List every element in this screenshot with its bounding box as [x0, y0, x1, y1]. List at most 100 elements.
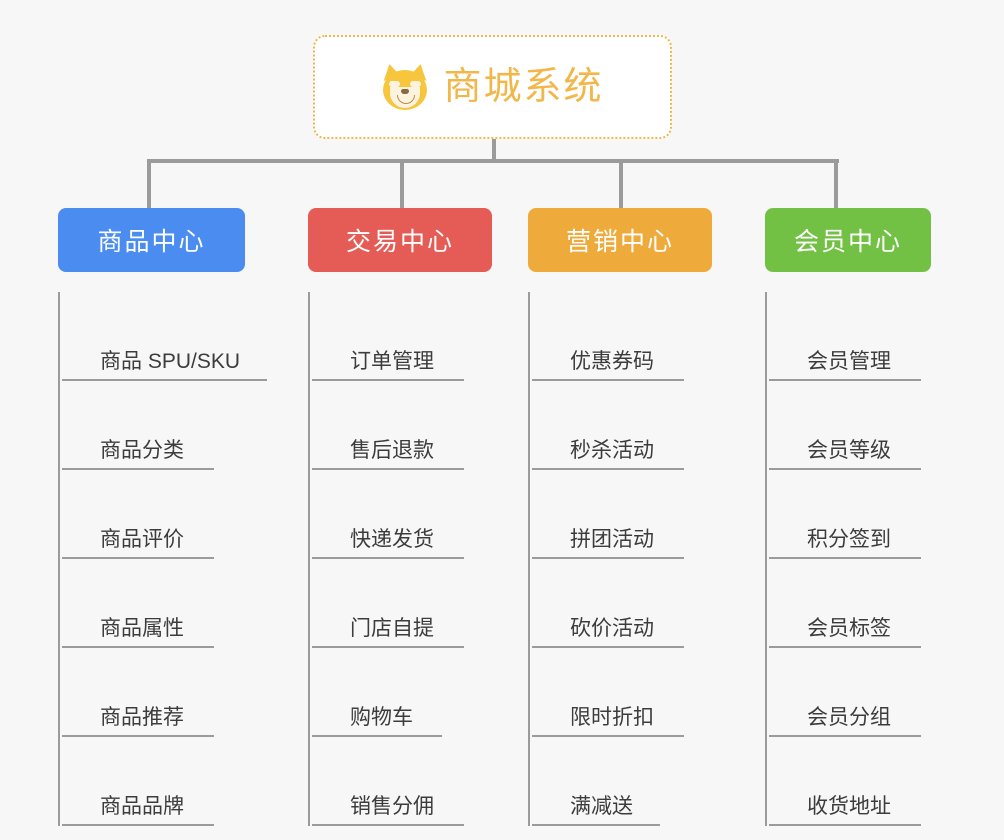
leaf-item-label: 砍价活动 — [570, 617, 654, 640]
leaf-item-underline — [62, 557, 214, 559]
category-header-product-center[interactable]: 商品中心 — [58, 208, 245, 272]
leaf-item-underline — [312, 379, 464, 381]
leaf-item-underline — [62, 646, 214, 648]
leaf-item-label: 会员标签 — [807, 617, 891, 640]
leaf-item-underline — [769, 735, 921, 737]
leaf-item[interactable]: 会员标签 — [767, 559, 931, 648]
leaf-item-underline — [769, 824, 921, 826]
leaf-item[interactable]: 商品分类 — [60, 381, 245, 470]
leaf-item-label: 会员分组 — [807, 706, 891, 729]
leaf-item-underline — [62, 379, 267, 381]
root-title: 商城系统 — [443, 66, 604, 108]
leaf-item[interactable]: 拼团活动 — [530, 470, 712, 559]
column-body-trade-center: 订单管理售后退款快递发货门店自提购物车销售分佣 — [308, 292, 492, 826]
leaf-item-label: 满减送 — [570, 795, 633, 818]
leaf-item-label: 订单管理 — [350, 350, 434, 373]
leaf-item[interactable]: 门店自提 — [310, 559, 492, 648]
leaf-item[interactable]: 砍价活动 — [530, 559, 712, 648]
column-product-center: 商品中心商品 SPU/SKU 商品分类商品评价商品属性商品推荐商品品牌 — [58, 208, 267, 826]
leaf-item[interactable]: 商品属性 — [60, 559, 245, 648]
leaf-item-underline — [62, 735, 214, 737]
leaf-item[interactable]: 收货地址 — [767, 737, 931, 826]
leaf-item-underline — [312, 557, 464, 559]
category-header-label: 会员中心 — [793, 228, 902, 256]
leaf-item-underline — [532, 379, 684, 381]
leaf-item-label: 商品 SPU/SKU — [100, 350, 241, 373]
leaf-item-label: 商品分类 — [100, 439, 184, 462]
category-header-label: 营销中心 — [565, 228, 674, 256]
leaf-item[interactable]: 订单管理 — [310, 292, 492, 381]
connector-drop-product-center — [147, 159, 151, 208]
leaf-item[interactable]: 售后退款 — [310, 381, 492, 470]
leaf-item-label: 会员等级 — [807, 439, 891, 462]
leaf-item-underline — [312, 735, 442, 737]
leaf-item-underline — [769, 468, 921, 470]
connector-root-stem — [492, 139, 496, 162]
leaf-item[interactable]: 购物车 — [310, 648, 492, 737]
column-marketing-center: 营销中心优惠券码秒杀活动拼团活动砍价活动限时折扣满减送 — [528, 208, 712, 826]
dog-eye-right-icon — [410, 81, 422, 87]
leaf-item-underline — [532, 557, 684, 559]
connector-spine-product-center — [58, 292, 60, 826]
leaf-item-label: 售后退款 — [350, 439, 434, 462]
leaf-item-label: 门店自提 — [350, 617, 434, 640]
leaf-item-underline — [532, 824, 660, 826]
leaf-item-label: 商品评价 — [100, 528, 184, 551]
connector-drop-marketing-center — [619, 159, 623, 208]
shiba-dog-icon — [381, 62, 430, 110]
leaf-item-underline — [532, 468, 684, 470]
leaf-item-underline — [532, 735, 684, 737]
leaf-item-underline — [312, 824, 464, 826]
leaf-item[interactable]: 商品推荐 — [60, 648, 245, 737]
column-trade-center: 交易中心订单管理售后退款快递发货门店自提购物车销售分佣 — [308, 208, 492, 826]
column-body-marketing-center: 优惠券码秒杀活动拼团活动砍价活动限时折扣满减送 — [528, 292, 712, 826]
leaf-item-label: 商品品牌 — [100, 795, 184, 818]
leaf-item-label: 拼团活动 — [570, 528, 654, 551]
category-header-trade-center[interactable]: 交易中心 — [308, 208, 492, 272]
connector-spine-trade-center — [308, 292, 310, 826]
leaf-item[interactable]: 优惠券码 — [530, 292, 712, 381]
leaf-item-label: 会员管理 — [807, 350, 891, 373]
leaf-item[interactable]: 商品 SPU/SKU — [60, 292, 267, 381]
leaf-item-label: 优惠券码 — [570, 350, 654, 373]
leaf-item[interactable]: 满减送 — [530, 737, 712, 826]
root-node[interactable]: 商城系统 — [313, 35, 672, 139]
leaf-item[interactable]: 销售分佣 — [310, 737, 492, 826]
column-body-product-center: 商品 SPU/SKU 商品分类商品评价商品属性商品推荐商品品牌 — [58, 292, 267, 826]
leaf-item-underline — [769, 557, 921, 559]
leaf-item-underline — [62, 468, 214, 470]
dog-eye-left-icon — [389, 81, 401, 87]
leaf-item[interactable]: 会员管理 — [767, 292, 931, 381]
leaf-item[interactable]: 商品品牌 — [60, 737, 245, 826]
leaf-item[interactable]: 秒杀活动 — [530, 381, 712, 470]
column-body-member-center: 会员管理会员等级积分签到会员标签会员分组收货地址 — [765, 292, 931, 826]
leaf-item-underline — [532, 646, 684, 648]
leaf-item[interactable]: 会员分组 — [767, 648, 931, 737]
connector-drop-member-center — [834, 159, 838, 208]
connector-bus — [149, 159, 839, 163]
leaf-item-label: 商品推荐 — [100, 706, 184, 729]
leaf-item[interactable]: 会员等级 — [767, 381, 931, 470]
leaf-item-label: 秒杀活动 — [570, 439, 654, 462]
connector-spine-member-center — [765, 292, 767, 826]
column-member-center: 会员中心会员管理会员等级积分签到会员标签会员分组收货地址 — [765, 208, 931, 826]
leaf-item-underline — [769, 379, 921, 381]
leaf-item-underline — [62, 824, 214, 826]
category-header-member-center[interactable]: 会员中心 — [765, 208, 931, 272]
leaf-item-label: 购物车 — [350, 706, 413, 729]
connector-spine-marketing-center — [528, 292, 530, 826]
connector-drop-trade-center — [400, 159, 404, 208]
category-header-label: 商品中心 — [97, 228, 206, 256]
leaf-item-label: 销售分佣 — [350, 795, 434, 818]
leaf-item-underline — [312, 468, 464, 470]
leaf-item[interactable]: 快递发货 — [310, 470, 492, 559]
dog-nose-icon — [401, 89, 410, 94]
leaf-item[interactable]: 积分签到 — [767, 470, 931, 559]
leaf-item[interactable]: 商品评价 — [60, 470, 245, 559]
leaf-item-label: 收货地址 — [807, 795, 891, 818]
category-header-marketing-center[interactable]: 营销中心 — [528, 208, 712, 272]
category-header-label: 交易中心 — [345, 228, 454, 256]
leaf-item-label: 快递发货 — [350, 528, 434, 551]
leaf-item[interactable]: 限时折扣 — [530, 648, 712, 737]
